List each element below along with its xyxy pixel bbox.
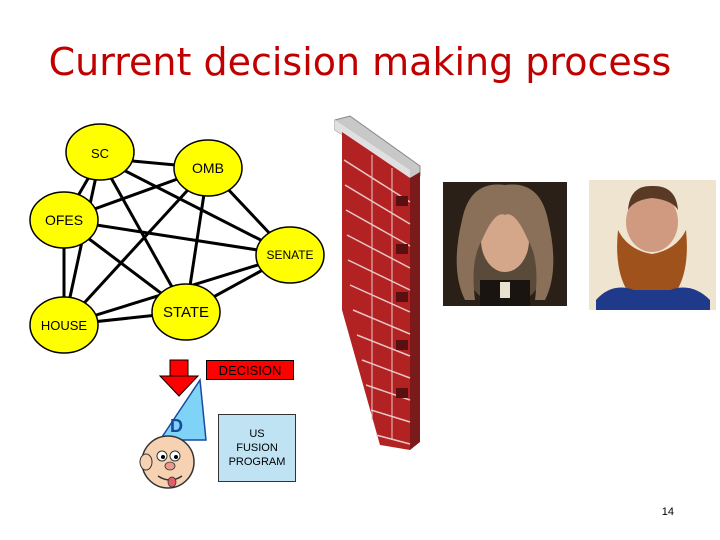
node-ofes-label: OFES (44, 212, 84, 228)
node-ofes-shape (29, 191, 99, 249)
svg-text:D: D (170, 416, 183, 436)
portrait-newton (443, 182, 567, 306)
program-line-1: US (249, 428, 265, 440)
slide-title: Current decision making process (48, 40, 672, 84)
program-line-3: PROGRAM (228, 456, 286, 468)
portrait-maxwell (589, 180, 716, 310)
page-number: 14 (661, 506, 674, 518)
node-house-shape (29, 296, 99, 354)
edge-sc-senate (99, 156, 291, 257)
node-omb-label: OMB (192, 160, 224, 176)
edge-ofes-senate (63, 218, 291, 257)
node-house-label: HOUSE (40, 317, 88, 333)
brick-wall (334, 115, 421, 450)
program-line-2: FUSION (236, 442, 278, 454)
decision-box: DECISION (206, 360, 294, 380)
node-sc-label: SC (90, 146, 110, 161)
node-state-label: STATE (162, 303, 210, 321)
arrow-down-icon (158, 359, 200, 397)
node-senate-label: SENATE (266, 248, 314, 262)
node-omb-shape (173, 139, 243, 197)
edge-omb-house (62, 166, 210, 327)
node-state-shape (151, 283, 221, 341)
network-nodes (29, 123, 325, 354)
node-sc-shape (65, 123, 135, 181)
node-senate-shape (255, 226, 325, 284)
dunce-cap-figure: D (139, 377, 207, 489)
program-box: US FUSION PROGRAM (218, 414, 296, 482)
